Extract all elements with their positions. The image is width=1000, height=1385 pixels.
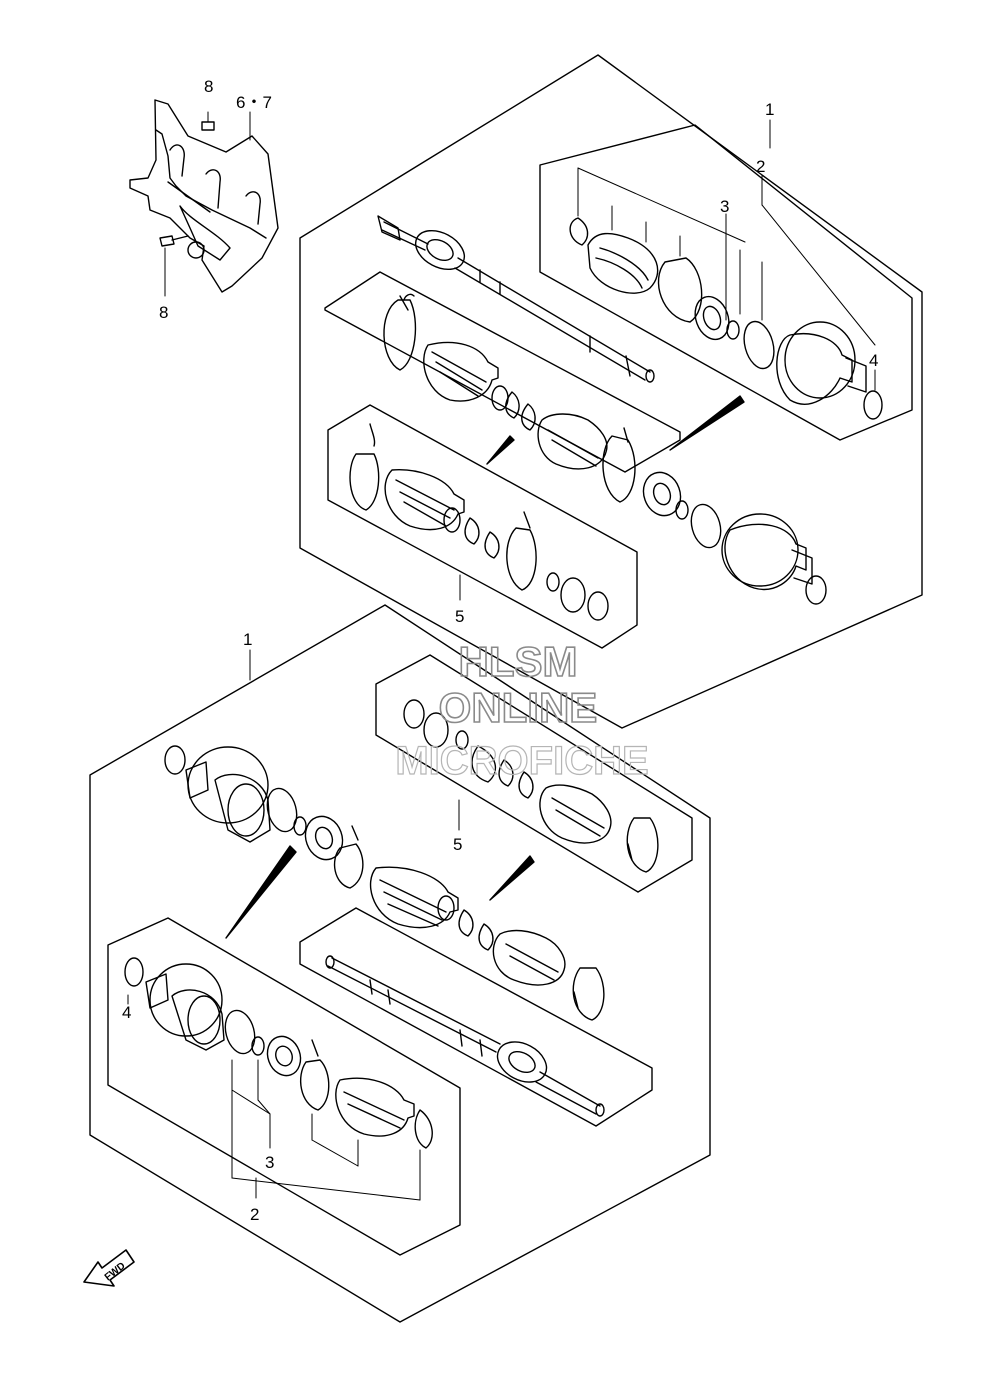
callout-bottom-joint-parts: 3 <box>265 1153 274 1172</box>
callout-top-outer-joint-kit: 2 <box>756 157 765 176</box>
callout-top-inner-boot-kit: 5 <box>455 607 464 626</box>
bottom-axle-shaft <box>325 955 605 1117</box>
bottom-inner-boot-kit-outline <box>375 654 693 893</box>
top-cv-joint <box>642 471 827 605</box>
bottom-outer-joint-kit-outline <box>107 917 461 1256</box>
bottom-inner-boot-parts <box>403 699 659 873</box>
bottom-outer-joint-parts <box>124 957 433 1149</box>
watermark-line-2: ONLINE <box>439 684 598 731</box>
bottom-cv-joint <box>164 745 344 861</box>
callout-bottom-assembly: 1 <box>243 630 252 649</box>
bottom-assembly-outline <box>89 604 711 1323</box>
top-leader-lines <box>459 119 876 601</box>
top-indicator-arrow-2 <box>486 435 515 465</box>
top-inner-boot-parts <box>383 293 636 503</box>
bracket-bolt-top <box>201 111 215 131</box>
callout-top-assembly: 1 <box>765 100 774 119</box>
top-axle-shaft <box>377 215 655 383</box>
bottom-leader-lines <box>127 649 460 1201</box>
top-outer-joint-parts <box>569 217 883 420</box>
top-shaft-panel-outline <box>324 271 681 473</box>
bottom-indicator-arrow-2 <box>489 855 535 901</box>
watermark-line-1: HLSM <box>459 638 578 685</box>
callout-bottom-ring: 4 <box>122 1003 131 1022</box>
heat-shield-bracket <box>129 99 279 293</box>
callout-bracket-bolt-bottom: 8 <box>159 303 168 322</box>
top-indicator-arrow-1 <box>669 395 745 451</box>
callout-bottom-outer-joint-kit: 2 <box>250 1205 259 1224</box>
bottom-indicator-arrow-1 <box>225 845 297 939</box>
bottom-middle-boot-parts <box>333 825 605 1021</box>
callout-bottom-inner-boot-kit: 5 <box>453 835 462 854</box>
callout-bracket-parts: 6・7 <box>236 93 272 112</box>
top-lower-inner-boot-parts <box>349 423 609 621</box>
top-assembly-outline <box>299 54 923 729</box>
top-outer-joint-kit-outline <box>539 124 913 441</box>
callout-bracket-bolt-top: 8 <box>204 77 213 96</box>
watermark-line-3: MICROFICHE <box>395 739 648 783</box>
bottom-shaft-panel-outline <box>299 907 653 1127</box>
callout-top-joint-parts: 3 <box>720 197 729 216</box>
bracket-bolt-bottom <box>159 235 189 297</box>
fwd-arrow-icon <box>83 1249 135 1287</box>
top-inner-boot-kit-outline <box>327 404 638 649</box>
callout-top-ring: 4 <box>869 351 878 370</box>
